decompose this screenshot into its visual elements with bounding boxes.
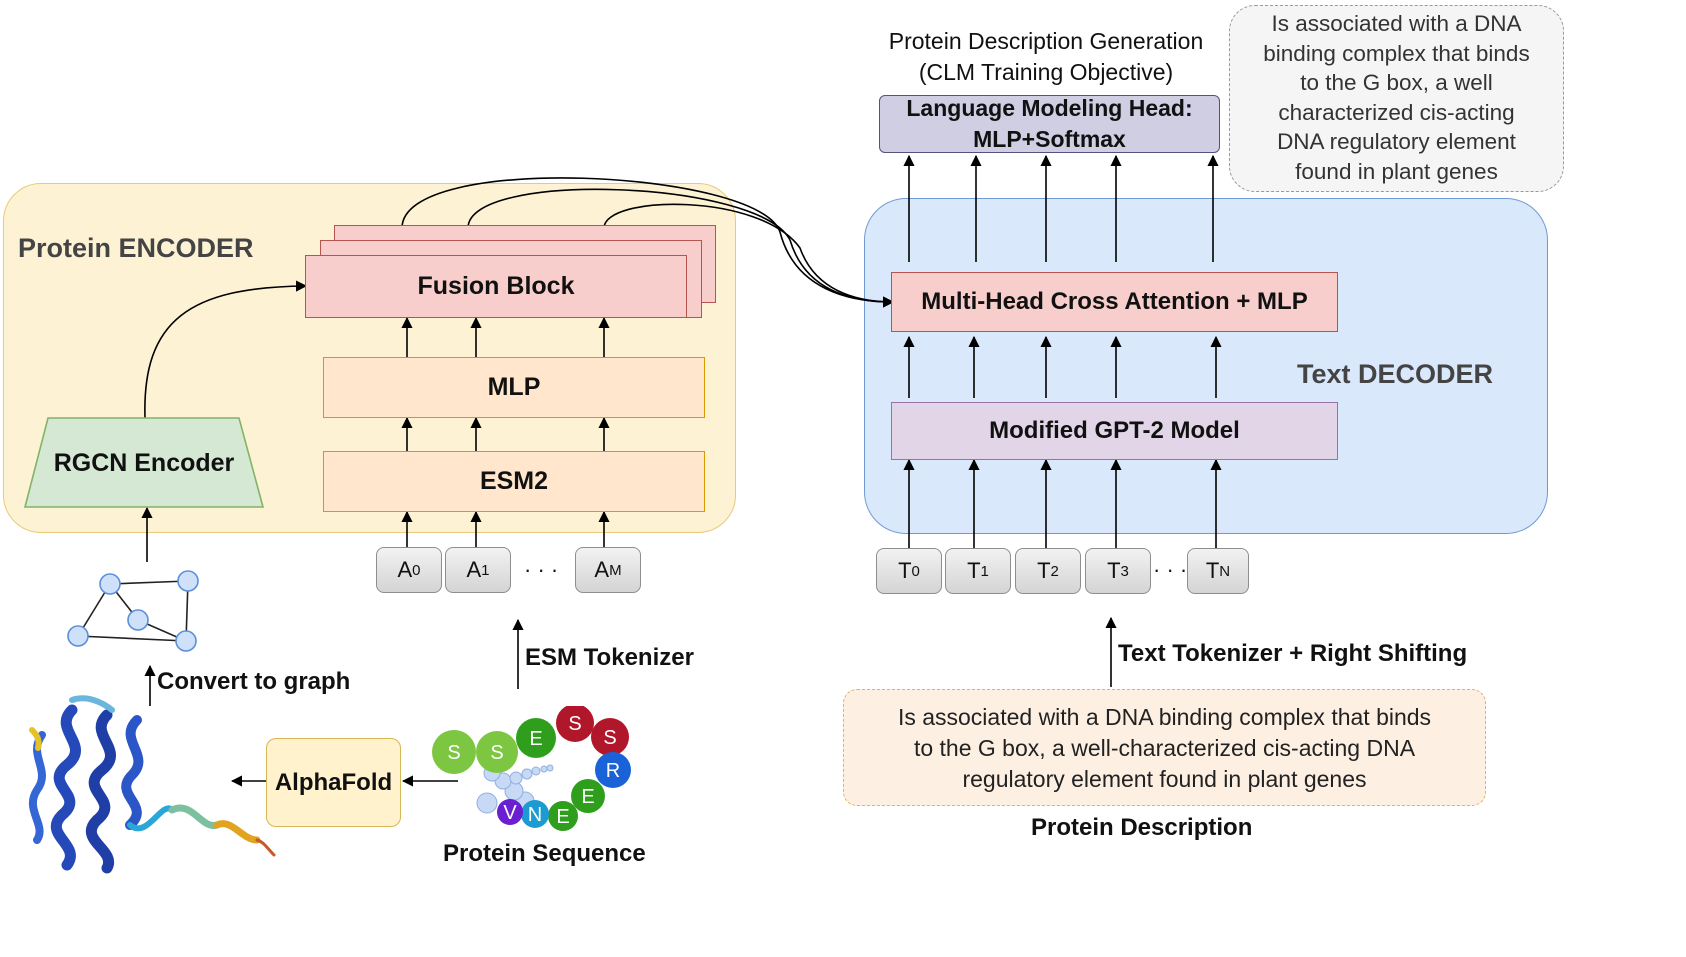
convert-to-graph-label: Convert to graph (157, 668, 351, 695)
cross-attention-block: Multi-Head Cross Attention + MLP (891, 272, 1338, 332)
arrow-fusion-out-2 (467, 188, 895, 308)
token-t2-base: T (1037, 558, 1051, 583)
token-t0-base: T (898, 558, 912, 583)
token-tn-base: T (1205, 558, 1220, 583)
residue-9: N (528, 804, 542, 826)
esm2-block: ESM2 (323, 451, 705, 512)
token-a0-base: A (397, 557, 413, 582)
mlp-block: MLP (323, 357, 705, 418)
alphafold-box: AlphaFold (266, 738, 401, 827)
gpt2-block: Modified GPT-2 Model (891, 402, 1338, 460)
token-am-sub: M (609, 561, 622, 579)
protein-description-label: Protein Description (1031, 814, 1253, 841)
residue-2: S (490, 742, 503, 764)
residue-1: S (447, 742, 460, 764)
rgcn-encoder-shape (24, 417, 264, 508)
token-a1-base: A (466, 557, 482, 582)
decoder-token-ellipsis: · · · (1153, 557, 1188, 582)
text-tokenizer-label: Text Tokenizer + Right Shifting (1118, 640, 1468, 667)
residue-5: S (603, 727, 616, 749)
rgcn-encoder-label: RGCN Encoder (53, 448, 235, 477)
protein-sequence-icon: S S E S S R E E N V (432, 706, 631, 831)
arrow-fusion-out-1 (401, 177, 895, 308)
token-t0-sub: 0 (911, 562, 920, 580)
residue-7: E (581, 786, 594, 808)
token-am-base: A (594, 557, 610, 582)
encoder-title: Protein ENCODER (18, 233, 254, 263)
fusion-block: Fusion Block (305, 255, 687, 318)
protein-sequence-label: Protein Sequence (443, 840, 646, 867)
token-a0-sub: 0 (412, 561, 421, 579)
generated-description-note: Is associated with a DNA binding complex… (1229, 5, 1564, 192)
token-tn-sub: N (1219, 562, 1231, 580)
arrow-rgcn-to-fusion (144, 280, 308, 419)
esm-tokenizer-label: ESM Tokenizer (525, 644, 694, 671)
graph-icon (67, 570, 199, 652)
protein-structure-icon (28, 695, 276, 874)
encoder-token-ellipsis: · · · (524, 557, 559, 582)
token-a1-sub: 1 (481, 561, 490, 579)
residue-3: E (529, 728, 542, 750)
arrow-fusion-out-3 (603, 203, 895, 308)
input-description-box: Is associated with a DNA binding complex… (843, 689, 1486, 806)
token-t1-base: T (967, 558, 981, 583)
lm-head-block: Language Modeling Head: MLP+Softmax (879, 95, 1220, 153)
residue-6: R (606, 760, 620, 782)
residue-8: E (556, 806, 569, 828)
token-t3-base: T (1107, 558, 1121, 583)
token-t1-sub: 1 (980, 562, 989, 580)
decoder-container (864, 198, 1548, 534)
residue-4: S (568, 713, 581, 735)
token-t2-sub: 2 (1050, 562, 1059, 580)
decoder-title: Text DECODER (1297, 359, 1494, 389)
generation-title: Protein Description Generation (CLM Trai… (888, 28, 1204, 85)
token-t3-sub: 3 (1120, 562, 1129, 580)
residue-10: V (503, 802, 517, 824)
